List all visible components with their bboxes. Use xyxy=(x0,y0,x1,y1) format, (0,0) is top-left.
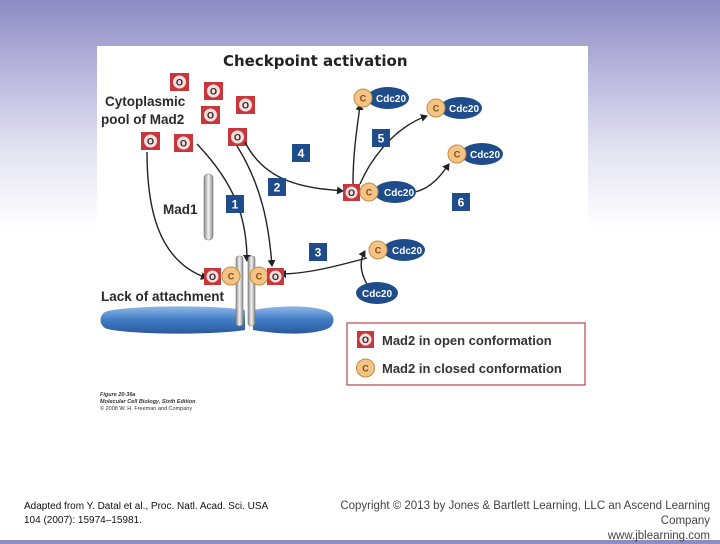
svg-text:O: O xyxy=(234,133,241,143)
c-cdc20-complex-right: Cdc20 C xyxy=(447,143,503,165)
cytoplasmic-label-1: Cytoplasmic xyxy=(105,94,186,109)
figure-caption-1: Figure 20-36a xyxy=(100,392,135,398)
figure-caption-3: © 2008 W. H. Freeman and Company xyxy=(100,405,192,412)
mad2-open: O xyxy=(228,128,247,146)
legend: O Mad2 in open conformation C Mad2 in cl… xyxy=(346,322,586,386)
o-c-cdc20-central-complex: Cdc20 O C xyxy=(343,181,416,203)
svg-text:O: O xyxy=(348,188,355,198)
mad2-open: O xyxy=(201,106,220,124)
svg-text:C: C xyxy=(360,94,367,104)
diagram-svg: Checkpoint activation Cytoplasmic pool o… xyxy=(100,52,586,412)
svg-text:Cdc20: Cdc20 xyxy=(384,188,414,199)
checkpoint-diagram: Checkpoint activation Cytoplasmic pool o… xyxy=(97,46,588,418)
mad1-label: Mad1 xyxy=(163,202,198,217)
mad2-open: O xyxy=(236,96,255,114)
svg-text:O: O xyxy=(180,139,187,149)
copyright-website: www.jblearning.com xyxy=(607,530,710,542)
svg-text:C: C xyxy=(228,272,235,282)
svg-text:C: C xyxy=(366,188,373,198)
svg-text:1: 1 xyxy=(232,198,239,212)
svg-text:C: C xyxy=(433,104,440,114)
mad2-open-pool: O O O O O O O xyxy=(141,73,255,152)
step-box-5: 5 xyxy=(372,129,390,147)
c-cdc20-complex-step3: Cdc20 C xyxy=(368,239,425,261)
arrow-pool-to-kinetochore xyxy=(146,151,208,280)
copyright: Copyright © 2013 by Jones & Bartlett Lea… xyxy=(310,499,710,544)
citation-line-2: 104 (2007): 15974–15981. xyxy=(24,515,142,526)
svg-text:Cdc20: Cdc20 xyxy=(392,246,422,257)
svg-text:O: O xyxy=(210,87,217,97)
lack-of-attachment-label: Lack of attachment xyxy=(101,289,225,304)
svg-text:Cdc20: Cdc20 xyxy=(470,150,500,161)
svg-text:C: C xyxy=(362,364,369,374)
arrow-step4 xyxy=(244,141,344,195)
kinetochore-mad2-complexes: O C C O xyxy=(204,266,284,286)
svg-text:O: O xyxy=(209,272,216,282)
svg-text:O: O xyxy=(272,272,279,282)
svg-text:O: O xyxy=(176,78,183,88)
arrow-pool-to-complex xyxy=(236,145,276,267)
step-box-1: 1 xyxy=(226,195,244,213)
arrow-step3-b xyxy=(279,257,368,278)
arrow-step5-a xyxy=(352,103,364,185)
mad2-open: O xyxy=(170,73,189,91)
legend-closed: Mad2 in closed conformation xyxy=(382,361,562,376)
svg-text:5: 5 xyxy=(378,132,385,146)
svg-text:6: 6 xyxy=(458,196,465,210)
mad1-left-bar xyxy=(235,255,244,327)
mad2-open: O xyxy=(141,132,160,150)
step-box-3: 3 xyxy=(309,243,327,261)
c-cdc20-complex-top-left: Cdc20 C xyxy=(353,87,409,109)
svg-text:O: O xyxy=(147,137,154,147)
citation: Adapted from Y. Datal et al., Proc. Natl… xyxy=(24,500,304,528)
svg-text:2: 2 xyxy=(274,181,281,195)
mad1-bar xyxy=(203,173,214,241)
free-cdc20: Cdc20 xyxy=(356,282,398,304)
figure-caption-2: Molecular Cell Biology, Sixth Edition xyxy=(100,399,196,405)
chromosome xyxy=(100,255,334,334)
svg-text:C: C xyxy=(454,150,461,160)
svg-text:3: 3 xyxy=(315,246,322,260)
step-box-6: 6 xyxy=(452,193,470,211)
step-box-2: 2 xyxy=(268,178,286,196)
svg-text:Cdc20: Cdc20 xyxy=(449,104,479,115)
mad2-open: O xyxy=(174,134,193,152)
diagram-title: Checkpoint activation xyxy=(223,52,408,70)
svg-text:O: O xyxy=(207,111,214,121)
mad2-open: O xyxy=(204,82,223,100)
svg-text:Cdc20: Cdc20 xyxy=(362,289,392,300)
legend-open: Mad2 in open conformation xyxy=(382,333,552,348)
c-cdc20-complex-top-right: Cdc20 C xyxy=(426,97,482,119)
citation-line-1: Adapted from Y. Datal et al., Proc. Natl… xyxy=(24,501,269,512)
copyright-line-1: Copyright © 2013 by Jones & Bartlett Lea… xyxy=(340,500,710,527)
step-box-4: 4 xyxy=(292,144,310,162)
svg-text:O: O xyxy=(362,335,369,345)
svg-text:C: C xyxy=(256,272,263,282)
arrow-step5-b xyxy=(359,114,428,185)
mad1-right-bar xyxy=(247,255,256,327)
arrow-step6-a xyxy=(414,163,450,193)
svg-text:4: 4 xyxy=(298,147,305,161)
svg-text:Cdc20: Cdc20 xyxy=(376,94,406,105)
svg-text:C: C xyxy=(375,246,382,256)
cytoplasmic-label-2: pool of Mad2 xyxy=(101,112,184,127)
svg-text:O: O xyxy=(242,101,249,111)
